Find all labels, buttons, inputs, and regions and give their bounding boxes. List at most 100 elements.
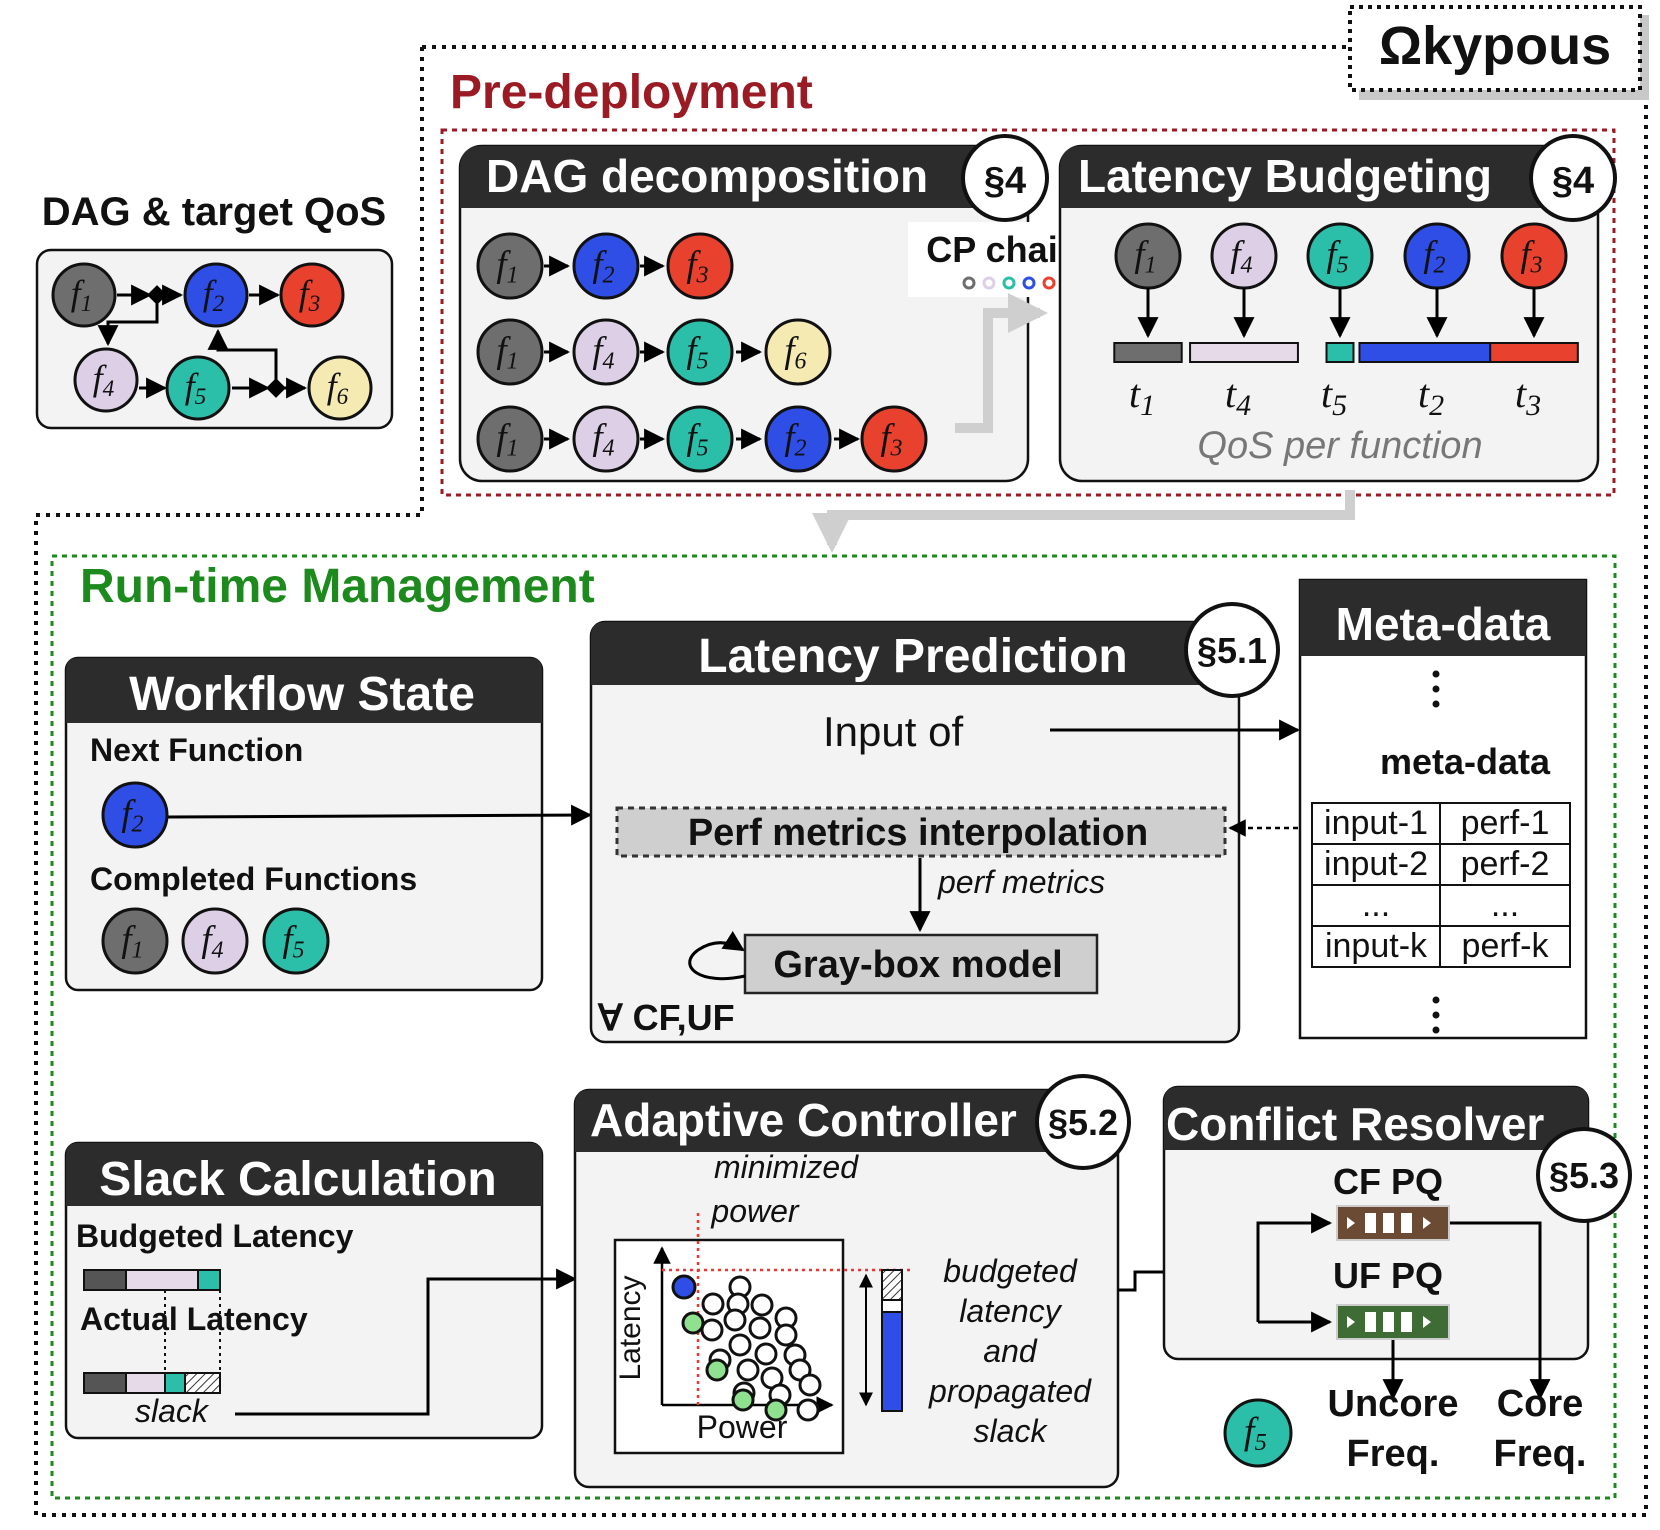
- budgeted-latency-label: Budgeted Latency: [76, 1218, 354, 1254]
- minimized-label: minimized: [714, 1149, 859, 1185]
- adaptive-controller-title: Adaptive Controller: [590, 1094, 1017, 1146]
- cf-pq-label: CF PQ: [1333, 1161, 1443, 1202]
- graybox-model-text: Gray-box model: [773, 944, 1062, 986]
- scatter-point: [728, 1333, 752, 1357]
- metadata-cell-text: input-2: [1324, 845, 1428, 883]
- metadata-ellipsis-top: [1432, 670, 1440, 708]
- input-heading: DAG & target QoS: [42, 190, 386, 234]
- function-node-f3: f3: [1500, 222, 1568, 290]
- cp-chain-label: CP chain: [926, 229, 1079, 270]
- budget-bar-f1: [1113, 342, 1183, 363]
- slack-bar-hatch: [881, 1269, 903, 1301]
- function-node-f4: f4: [1210, 222, 1278, 290]
- perf-interp-text: Perf metrics interpolation: [688, 812, 1148, 854]
- function-node-f5: f5: [262, 907, 330, 975]
- pre-deployment-label: Pre-deployment: [450, 66, 813, 119]
- function-node-f1: f1: [476, 232, 544, 300]
- uf-pq-label: UF PQ: [1333, 1255, 1443, 1296]
- metadata-cell-text: ...: [1491, 886, 1519, 924]
- pq-branch-lines: [1256, 1212, 1551, 1401]
- perf-metrics-label: perf metrics: [937, 864, 1105, 900]
- slack-bar-fill: [881, 1311, 903, 1412]
- scatter-point-selected: [671, 1274, 697, 1300]
- okypous-title-box: [1348, 5, 1642, 92]
- cp-chain-dot-f1: [962, 276, 976, 290]
- function-node-f2: f2: [1403, 222, 1471, 290]
- scatter-point: [750, 1293, 774, 1317]
- scatter-point-feasible: [705, 1358, 729, 1382]
- workflow-state-title: Workflow State: [129, 668, 475, 721]
- completed-functions-label: Completed Functions: [90, 861, 417, 897]
- input-of-text: Input of: [823, 708, 963, 755]
- function-node-f2: f2: [764, 405, 832, 473]
- function-node-f4: f4: [572, 405, 640, 473]
- slack-calculation-title: Slack Calculation: [99, 1153, 496, 1206]
- function-node-f2: f2: [101, 781, 169, 849]
- forall-cf-uf: ∀ CF,UF: [597, 997, 735, 1038]
- section-badge-prediction: [1184, 602, 1280, 698]
- section-badge-prediction-text: §5.1: [1197, 630, 1267, 671]
- metadata-cell: [1439, 925, 1571, 968]
- runtime-region: [50, 554, 1617, 1500]
- section-badge-budget: [1529, 134, 1617, 222]
- function-node-f4: f4: [572, 318, 640, 386]
- metadata-header: [1300, 580, 1586, 656]
- budget-bar-f4: [1189, 342, 1299, 363]
- section-badge-dag: [961, 134, 1049, 222]
- section-badge-dag-text: §4: [984, 160, 1026, 202]
- dag-decomposition-header: [460, 146, 990, 208]
- latency-prediction-header: [591, 622, 1226, 685]
- scatter-point-feasible: [731, 1388, 755, 1412]
- controller-note-line: latency: [959, 1293, 1062, 1329]
- graybox-model-box: [743, 933, 1099, 995]
- function-node-f3: f3: [666, 232, 734, 300]
- graybox-loop-arrow: [688, 930, 746, 981]
- scatter-point: [736, 1358, 760, 1382]
- function-node-f5: f5: [1223, 1398, 1293, 1468]
- function-node-label: f5: [686, 329, 708, 374]
- workflow-state-header: [66, 658, 542, 723]
- uncore-freq-label: Freq.: [1347, 1433, 1440, 1475]
- function-node-f5: f5: [666, 318, 734, 386]
- controller-scatter: [671, 1274, 822, 1422]
- input-dag-edges: [97, 284, 308, 399]
- scatter-point: [701, 1292, 725, 1316]
- metadata-cell-text: perf-1: [1461, 804, 1550, 842]
- metadata-cell-text: perf-k: [1462, 927, 1550, 965]
- uf-pq-queue: [1336, 1304, 1450, 1340]
- budgeted-latency-bar: [83, 1269, 221, 1291]
- metadata-ellipsis-bottom: [1432, 996, 1440, 1034]
- pre-to-runtime-arrow: [812, 490, 1355, 553]
- pre-deployment-region: [440, 128, 1616, 497]
- runtime-label: Run-time Management: [80, 560, 595, 613]
- cp-chain-flow-arrow: [955, 293, 1048, 433]
- scatter-point: [700, 1318, 724, 1342]
- metadata-cell-text: input-k: [1325, 927, 1428, 965]
- next-function-arrow: [167, 804, 593, 826]
- function-node-f5: f5: [666, 405, 734, 473]
- function-node-f6: f6: [764, 318, 832, 386]
- metadata-title: Meta-data: [1336, 598, 1551, 650]
- metadata-cell-text: perf-2: [1461, 845, 1550, 883]
- controller-note-line: budgeted: [943, 1253, 1078, 1289]
- latency-budgeting-title: Latency Budgeting: [1078, 150, 1492, 202]
- section-badge-budget-text: §4: [1552, 160, 1594, 202]
- adaptive-controller-header: [575, 1090, 1070, 1152]
- function-node-f5: f5: [165, 355, 231, 421]
- actual-latency-label: Actual Latency: [80, 1301, 308, 1337]
- section-badge-resolver-text: §5.3: [1549, 1155, 1619, 1196]
- latency-budgeting-header: [1060, 146, 1560, 208]
- cp-chain-dot-f2: [1022, 276, 1036, 290]
- slack-label: slack: [135, 1393, 210, 1429]
- core-freq-label: Freq.: [1494, 1433, 1587, 1475]
- controller-note-line: propagated: [928, 1373, 1092, 1409]
- next-function-label: Next Function: [90, 732, 303, 768]
- metadata-cell: [1311, 925, 1441, 968]
- function-node-f1: f1: [101, 907, 169, 975]
- function-node-f1: f1: [1114, 222, 1182, 290]
- section-badge-controller: [1035, 1074, 1131, 1170]
